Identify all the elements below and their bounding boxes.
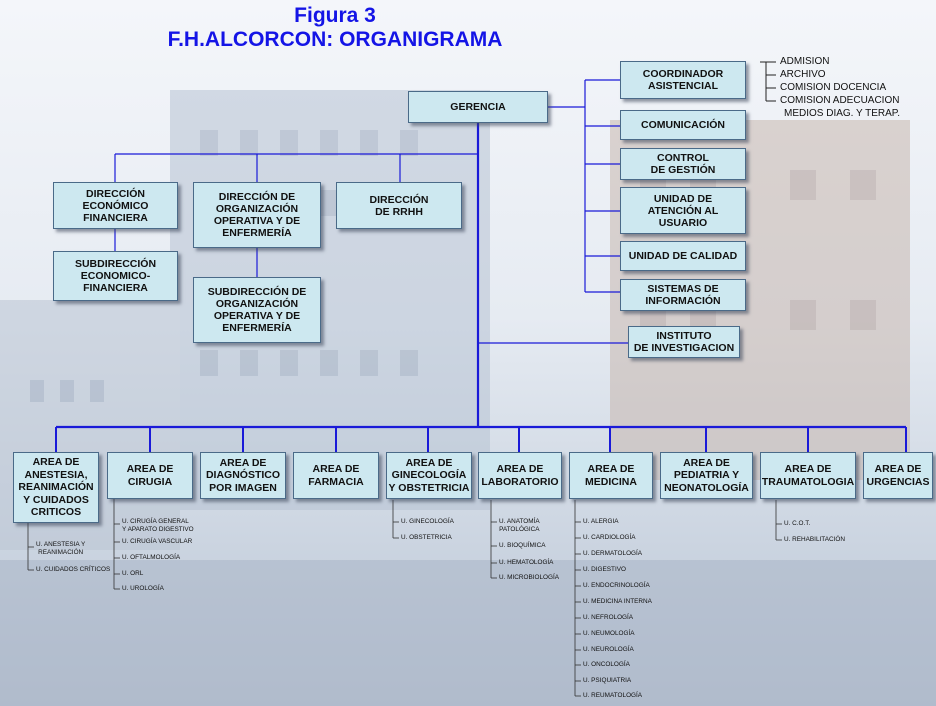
unit-label: U. CARDIOLOGÍA — [583, 534, 636, 541]
area-anestesia-box: AREA DE ANESTESIA, REANIMACIÓN Y CUIDADO… — [13, 452, 99, 523]
unit-label: U. ENDOCRINOLOGÍA — [583, 582, 650, 589]
subdireccion-economico-financiera-box: SUBDIRECCIÓN ECONOMICO- FINANCIERA — [53, 251, 178, 301]
unit-label: U. REUMATOLOGÍA — [583, 692, 643, 699]
area-pediatria-box: AREA DE PEDIATRIA Y NEONATOLOGÍA — [660, 452, 753, 499]
comunicacion-box: COMUNICACIÓN — [620, 110, 746, 140]
area-urgencias-box: AREA DE URGENCIAS — [863, 452, 933, 499]
unit-label: U. OFTALMOLOGÍA — [122, 554, 181, 561]
gerencia-box: GERENCIA — [408, 91, 548, 123]
subdireccion-organizacion-operativa-box: SUBDIRECCIÓN DE ORGANIZACIÓN OPERATIVA Y… — [193, 277, 321, 343]
area-diagnostico-imagen-box: AREA DE DIAGNÓSTICO POR IMAGEN — [200, 452, 286, 499]
unit-label: U. UROLOGÍA — [122, 585, 164, 592]
unit-label: U. ONCOLOGÍA — [583, 661, 630, 668]
area-medicina-box: AREA DE MEDICINA — [569, 452, 653, 499]
area-cirugia-box: AREA DE CIRUGIA — [107, 452, 193, 499]
chart-title: F.H.ALCORCON: ORGANIGRAMA — [167, 28, 503, 51]
unit-label: U. DIGESTIVO — [583, 566, 626, 573]
unit-label: U. NEFROLOGÍA — [583, 614, 634, 621]
unit-label: U. ANATOMÍA PATOLÓGICA — [499, 518, 540, 533]
direccion-organizacion-operativa-box: DIRECCIÓN DE ORGANIZACIÓN OPERATIVA Y DE… — [193, 182, 321, 248]
unit-label: U. NEUMOLOGÍA — [583, 630, 635, 637]
area-farmacia-box: AREA DE FARMACIA — [293, 452, 379, 499]
coordinador-item: ADMISION — [780, 56, 830, 67]
unit-label: U. DERMATOLOGÍA — [583, 550, 643, 557]
unit-label: U. C.O.T. — [784, 520, 811, 527]
unit-label: U. REHABILITACIÓN — [784, 536, 845, 543]
unit-label: U. ANESTESIA Y REANIMACIÓN — [36, 541, 86, 556]
unit-label: U. BIOQUÍMICA — [499, 542, 546, 549]
coordinador-asistencial-box: COORDINADOR ASISTENCIAL — [620, 61, 746, 99]
unit-label: U. MICROBIOLOGÍA — [499, 574, 560, 581]
unit-label: U. ALERGIA — [583, 518, 619, 525]
unit-label: U. GINECOLOGÍA — [401, 518, 454, 525]
unit-label: U. MEDICINA INTERNA — [583, 598, 652, 605]
unidad-calidad-box: UNIDAD DE CALIDAD — [620, 241, 746, 271]
area-laboratorio-box: AREA DE LABORATORIO — [478, 452, 562, 499]
unit-label: U. OBSTETRICIA — [401, 534, 452, 541]
coordinador-item: ARCHIVO — [780, 69, 826, 80]
unit-label: U. CIRUGÍA GENERAL Y APARATO DIGESTIVO — [122, 518, 194, 533]
figure-number: Figura 3 — [294, 4, 376, 27]
unit-label: U. NEUROLOGÍA — [583, 646, 634, 653]
unit-label: U. CUIDADOS CRÍTICOS — [36, 566, 111, 573]
unit-label: U. HEMATOLOGÍA — [499, 559, 554, 566]
unit-label: U. CIRUGÍA VASCULAR — [122, 538, 193, 545]
control-gestion-box: CONTROL DE GESTIÓN — [620, 148, 746, 180]
coordinador-item: COMISION DOCENCIA — [780, 82, 887, 93]
direccion-economico-financiera-box: DIRECCIÓN ECONÓMICO FINANCIERA — [53, 182, 178, 229]
sistemas-informacion-box: SISTEMAS DE INFORMACIÓN — [620, 279, 746, 311]
atencion-usuario-box: UNIDAD DE ATENCIÓN AL USUARIO — [620, 187, 746, 234]
coordinador-item: MEDIOS DIAG. Y TERAP. — [784, 108, 900, 119]
area-ginecologia-box: AREA DE GINECOLOGÍA Y OBSTETRICIA — [386, 452, 472, 499]
instituto-investigacion-box: INSTITUTO DE INVESTIGACION — [628, 326, 740, 358]
area-traumatologia-box: AREA DE TRAUMATOLOGIA — [760, 452, 856, 499]
unit-label: U. PSIQUIATRIA — [583, 677, 632, 684]
direccion-rrhh-box: DIRECCIÓN DE RRHH — [336, 182, 462, 229]
coordinador-item: COMISION ADECUACION — [780, 95, 900, 106]
unit-label: U. ORL — [122, 570, 144, 577]
